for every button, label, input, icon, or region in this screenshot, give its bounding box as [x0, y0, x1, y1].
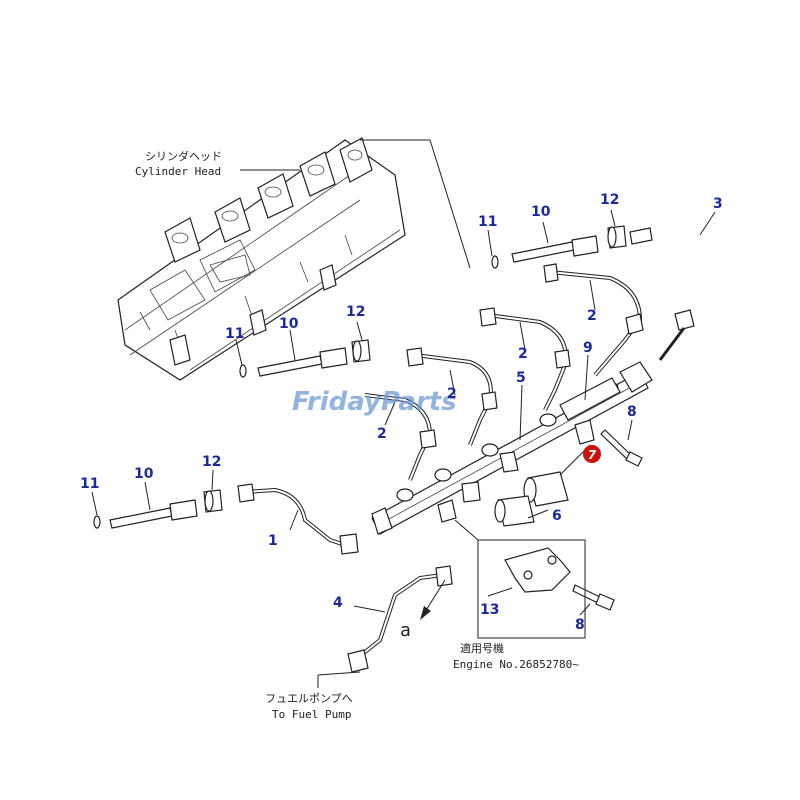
- callout-2-second: 2: [518, 346, 528, 362]
- sensor-6: [461, 481, 535, 527]
- callout-8-upper: 8: [627, 404, 637, 420]
- valve-towers: [164, 137, 373, 263]
- injector-top: [511, 225, 653, 263]
- o-ring-middle-icon: [239, 364, 247, 378]
- callout-9: 9: [583, 340, 593, 356]
- callout-4: 4: [333, 595, 343, 611]
- injection-pipes: [237, 226, 712, 673]
- callout-13: 13: [480, 602, 499, 618]
- bolt-upper: [600, 429, 643, 467]
- reference-arrow-icon: [420, 579, 446, 620]
- callout-11-lower: 11: [80, 476, 99, 492]
- fuel-pump-label-jp: フュエルポンプへ: [265, 692, 353, 705]
- o-ring-top-icon: [491, 255, 499, 269]
- callout-2-third: 2: [447, 386, 457, 402]
- cylinder-head-drawing: [117, 137, 406, 381]
- callout-2-fourth: 2: [377, 426, 387, 442]
- cylinder-head-label-en: Cylinder Head: [135, 165, 221, 178]
- callout-10-middle: 10: [279, 316, 299, 332]
- leader-lines: [91, 209, 716, 616]
- serial-label-en: Engine No.26852780~: [453, 658, 579, 671]
- callout-11-top: 11: [478, 214, 497, 230]
- injector-lower: [109, 489, 223, 529]
- o-ring-lower-icon: [93, 515, 101, 529]
- fuel-pump-label-en: To Fuel Pump: [272, 708, 351, 721]
- watermark-logo: FridayParts: [292, 387, 457, 417]
- bolt-lower: [572, 584, 615, 611]
- serial-detail-box: [454, 519, 586, 639]
- cylinder-head-label-jp: シリンダヘッド: [145, 149, 222, 163]
- callout-12-top: 12: [600, 192, 619, 208]
- callout-1: 1: [268, 533, 278, 549]
- callout-labels: 1 2 2 2 2 3 4 5 6 7 8 8 9 10 10 10 11 11…: [80, 192, 723, 633]
- callout-11-middle: 11: [225, 326, 244, 342]
- callout-5: 5: [516, 370, 526, 386]
- callout-6: 6: [552, 508, 562, 524]
- callout-12-middle: 12: [346, 304, 365, 320]
- callout-8-lower: 8: [575, 617, 585, 633]
- serial-label-jp: 適用号機: [460, 641, 504, 655]
- callout-7-badge: 7: [583, 445, 601, 463]
- callout-12-lower: 12: [202, 454, 221, 470]
- callout-2-top: 2: [587, 308, 597, 324]
- callout-10-lower: 10: [134, 466, 154, 482]
- injector-middle: [257, 339, 371, 377]
- arrow-ref-label: a: [400, 620, 411, 641]
- callout-3: 3: [713, 196, 723, 212]
- pressure-sensor: [499, 451, 569, 507]
- callout-7: 7: [588, 448, 597, 462]
- callout-10-top: 10: [531, 204, 551, 220]
